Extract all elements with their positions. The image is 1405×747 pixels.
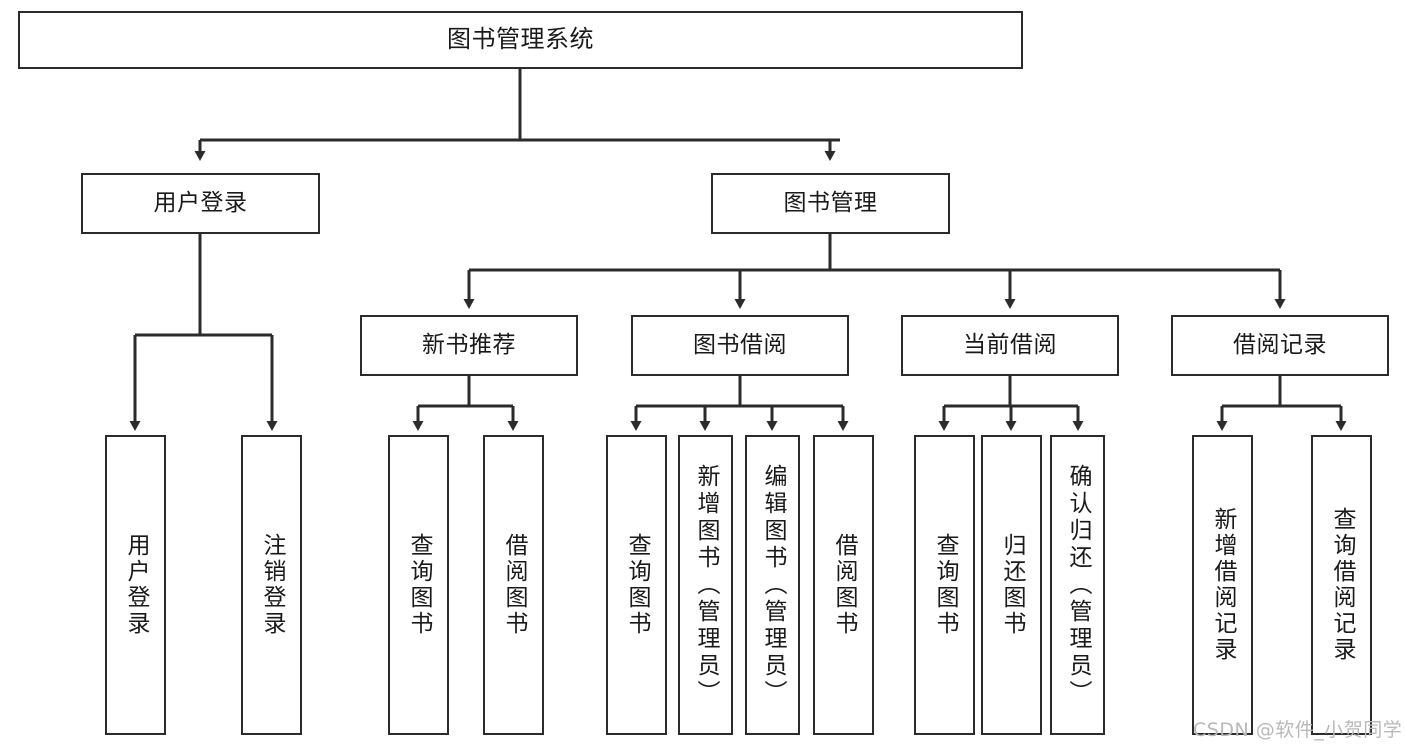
node-root[interactable]: 图书管理系统 bbox=[18, 11, 1023, 69]
node-borrow-record[interactable]: 借阅记录 bbox=[1171, 315, 1389, 376]
node-leaf-confirm-return-label: 确认归还（管理员） bbox=[1065, 463, 1091, 707]
node-current-borrow[interactable]: 当前借阅 bbox=[901, 315, 1119, 376]
watermark: CSDN @软件_小贺同学 bbox=[1193, 719, 1403, 741]
node-current-borrow-label: 当前借阅 bbox=[963, 332, 1057, 359]
node-leaf-confirm-return[interactable]: 确认归还（管理员） bbox=[1050, 435, 1105, 735]
node-new-book-recommend-label: 新书推荐 bbox=[422, 332, 516, 359]
node-leaf-borrow-book-1[interactable]: 借阅图书 bbox=[483, 435, 544, 735]
node-root-label: 图书管理系统 bbox=[447, 25, 594, 54]
node-leaf-add-record[interactable]: 新增借阅记录 bbox=[1192, 435, 1253, 735]
node-leaf-borrow-book-1-label: 借阅图书 bbox=[501, 533, 527, 637]
node-user-login-label: 用户登录 bbox=[153, 190, 248, 217]
node-leaf-edit-book[interactable]: 编辑图书（管理员） bbox=[745, 435, 800, 735]
node-leaf-user-login[interactable]: 用户登录 bbox=[105, 435, 166, 735]
node-user-login[interactable]: 用户登录 bbox=[81, 173, 320, 234]
node-leaf-add-book-label: 新增图书（管理员） bbox=[693, 463, 719, 707]
node-leaf-query-book-3[interactable]: 查询图书 bbox=[914, 435, 975, 735]
node-leaf-borrow-book-2-label: 借阅图书 bbox=[831, 533, 857, 637]
node-leaf-add-record-label: 新增借阅记录 bbox=[1210, 507, 1236, 663]
node-leaf-query-book-1[interactable]: 查询图书 bbox=[388, 435, 449, 735]
node-leaf-user-logout[interactable]: 注销登录 bbox=[241, 435, 302, 735]
node-leaf-query-book-1-label: 查询图书 bbox=[406, 533, 432, 637]
node-leaf-return-book[interactable]: 归还图书 bbox=[981, 435, 1042, 735]
node-leaf-query-record-label: 查询借阅记录 bbox=[1329, 507, 1355, 663]
node-leaf-borrow-book-2[interactable]: 借阅图书 bbox=[813, 435, 874, 735]
node-leaf-edit-book-label: 编辑图书（管理员） bbox=[760, 463, 786, 707]
node-book-manage[interactable]: 图书管理 bbox=[711, 173, 950, 234]
node-book-borrow[interactable]: 图书借阅 bbox=[631, 315, 849, 376]
node-leaf-query-book-2[interactable]: 查询图书 bbox=[606, 435, 667, 735]
node-leaf-return-book-label: 归还图书 bbox=[999, 533, 1025, 637]
node-book-borrow-label: 图书借阅 bbox=[693, 332, 787, 359]
node-leaf-user-logout-label: 注销登录 bbox=[259, 533, 285, 637]
node-book-manage-label: 图书管理 bbox=[783, 190, 878, 217]
node-leaf-add-book[interactable]: 新增图书（管理员） bbox=[678, 435, 733, 735]
node-new-book-recommend[interactable]: 新书推荐 bbox=[360, 315, 578, 376]
node-leaf-query-book-3-label: 查询图书 bbox=[932, 533, 958, 637]
node-borrow-record-label: 借阅记录 bbox=[1233, 332, 1327, 359]
node-leaf-query-record[interactable]: 查询借阅记录 bbox=[1311, 435, 1372, 735]
node-leaf-query-book-2-label: 查询图书 bbox=[624, 533, 650, 637]
node-leaf-user-login-label: 用户登录 bbox=[123, 533, 149, 637]
